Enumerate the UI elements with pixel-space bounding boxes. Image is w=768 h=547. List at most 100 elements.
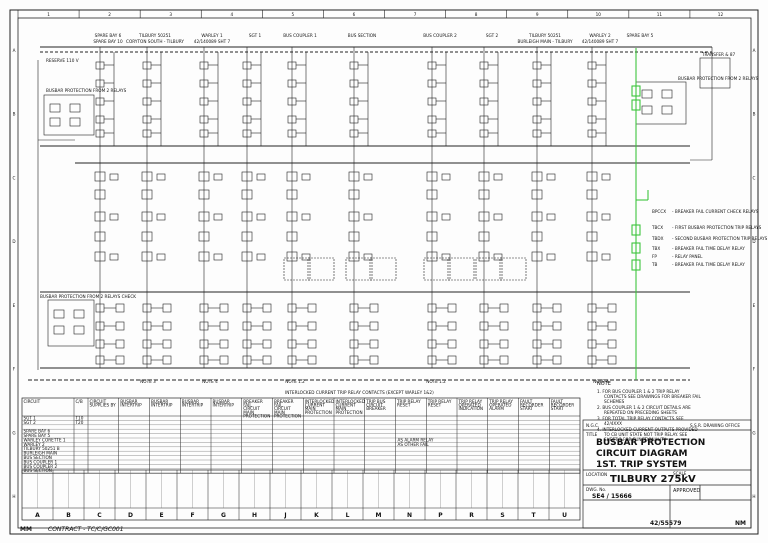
tb-title-label: TITLE: [585, 432, 598, 437]
table-row-circuit: SPARE BAY 5: [24, 433, 51, 438]
table-row-circuit: BURLEIGH MAIN: [24, 451, 58, 456]
relay-contact: [199, 115, 209, 124]
relay-coil: [241, 251, 253, 262]
legend-code: TB: [651, 262, 658, 267]
revision-letter: U: [562, 512, 567, 519]
interlock-box: [307, 257, 335, 281]
relay-contact: [349, 61, 359, 70]
relay-coil: [94, 251, 106, 262]
frame-row-letter: H: [12, 494, 15, 499]
relay-coil: [586, 171, 598, 182]
interlock-box: [345, 257, 373, 281]
bay-title: SGT 2: [486, 33, 499, 38]
relay-contact: [532, 115, 542, 124]
relay-contact: [199, 79, 209, 88]
relay-contact: [441, 253, 451, 261]
relay-contact: [142, 79, 152, 88]
relay-contact: [363, 213, 373, 221]
relay-coil: [478, 231, 490, 242]
relay-contact: [142, 129, 152, 138]
bay-title: WARLEY 1: [201, 33, 223, 38]
trip-relay: [607, 339, 617, 349]
frame-col-number: 1: [47, 12, 50, 17]
tb-bottom-code: 42/55579: [650, 520, 681, 527]
tb-title-line3: 1ST. TRIP SYSTEM: [596, 460, 687, 470]
note-line: SCHEMES: [604, 399, 625, 404]
relay-coil: [141, 251, 153, 262]
trip-relay: [447, 303, 457, 313]
note-line: 1. FOR BUS COUPLER 1 & 2 TRIP RELAY: [597, 389, 680, 394]
table-row-circuit: WARLEY CORETTE 1: [24, 437, 66, 442]
note-line: 4. INTERLOCKED CURRENT OUTPUTS PROVIDED: [597, 427, 698, 432]
relay-contact: [256, 173, 266, 181]
tb-scale-label: SCALE: [673, 471, 687, 476]
relay-contact: [156, 173, 166, 181]
tb-office: S.S.R. DRAWING OFFICE: [690, 423, 740, 428]
bay-title: SPARE BAY 6: [95, 33, 122, 38]
busbar-top-label: BUSBAR PROTECTION FROM 2 RELAYS: [46, 88, 127, 93]
title-block: [582, 419, 752, 529]
relay-coil: [286, 251, 298, 262]
relay-contact: [287, 79, 297, 88]
frame-row-letter: H: [752, 494, 755, 499]
relay-contact: [287, 129, 297, 138]
relay-legend: BPCCX- BREAKER FAIL CURRENT CHECK RELAYS…: [651, 209, 768, 267]
relay-contact: [256, 213, 266, 221]
relay-contact: [109, 253, 119, 261]
supply-rails: [28, 46, 712, 381]
relay-contact: [546, 253, 556, 261]
relay-contact: [441, 173, 451, 181]
relay-contact: [95, 129, 105, 138]
frame-col-number: 2: [108, 12, 111, 17]
frame-col-number: 11: [657, 12, 663, 17]
relay-contact: [546, 213, 556, 221]
table-row-circuit: SGT 1: [24, 415, 37, 420]
frame-row-letter: A: [753, 48, 756, 53]
trip-relay: [369, 355, 379, 365]
relay-contact: [301, 213, 311, 221]
relay-coil: [286, 171, 298, 182]
trip-relay: [447, 355, 457, 365]
bay-subtitle: CORYTON SOUTH - TILBURY: [126, 39, 184, 44]
bay-note: NOTE 3: [140, 379, 156, 384]
relay-coil: [141, 171, 153, 182]
busbar-mid-label: BUSBAR PROTECTION FROM 2 RELAYS CHECK: [40, 294, 136, 299]
bay-subtitle: 42/140089 SHT 7: [194, 39, 231, 44]
relay-contact: [213, 253, 223, 261]
right-top-label: TRANSFER & 87: [701, 52, 736, 57]
trip-relay: [552, 321, 562, 331]
relay-contact: [109, 173, 119, 181]
frame-col-number: 5: [292, 12, 295, 17]
relay-coil: [531, 231, 543, 242]
relay-contact: [242, 79, 252, 88]
note-line: REPEATED ON PRECEDING SHEETS: [604, 410, 677, 415]
relay-contact: [587, 115, 597, 124]
tb-location: TILBURY 275kV: [610, 474, 696, 485]
relay-contact: [363, 253, 373, 261]
bay-note: NOTE 1.2: [285, 379, 305, 384]
relay-contact: [95, 79, 105, 88]
bay-subtitle: SPARE BAY 10: [93, 39, 123, 44]
table-row-cb: T20: [75, 420, 84, 425]
relay-coil: [94, 171, 106, 182]
bay-note: NOTE 1.2: [426, 379, 446, 384]
relay-contact: [587, 97, 597, 106]
trip-relay: [262, 339, 272, 349]
frame-row-letter: F: [13, 367, 16, 372]
trip-relay: [115, 355, 125, 365]
revision-letter: T: [531, 512, 536, 519]
notes-list: 1. FOR BUS COUPLER 1 & 2 TRIP RELAYCONTA…: [597, 389, 701, 442]
relay-coil: [348, 171, 360, 182]
revision-letter: J: [283, 512, 286, 519]
relay-coil: [141, 231, 153, 242]
relay-contact: [199, 129, 209, 138]
